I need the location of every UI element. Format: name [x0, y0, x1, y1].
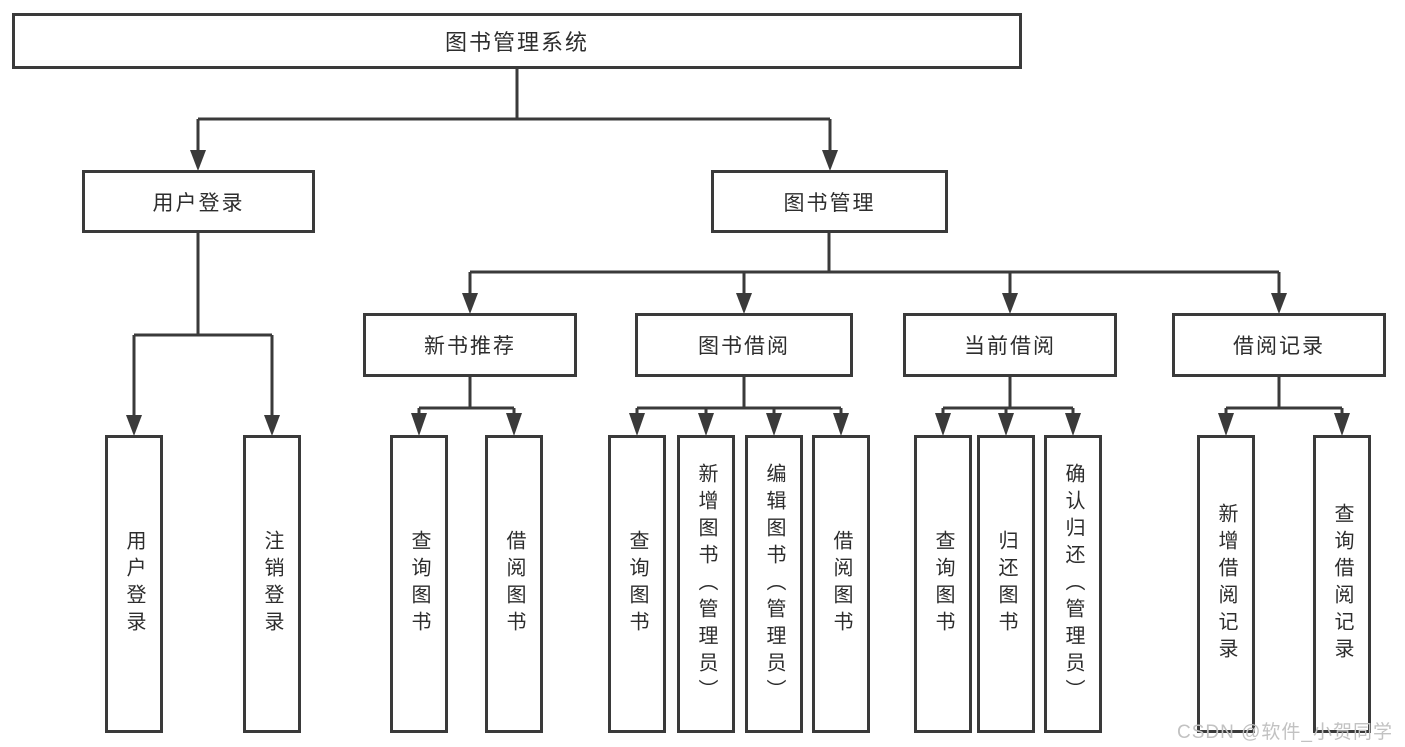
arrowheads: [126, 150, 1350, 436]
node-book-management-branch: 图书管理: [711, 170, 948, 233]
node-label: 图书借阅: [698, 335, 790, 358]
node-label: 用户登录: [123, 530, 145, 638]
leaf-add-borrow-record: 新增借阅记录: [1197, 435, 1255, 733]
leaf-borrow-books-recommend: 借阅图书: [485, 435, 543, 733]
leaf-query-borrow-record: 查询借阅记录: [1313, 435, 1371, 733]
leaf-edit-books-admin: 编辑图书（管理员）: [745, 435, 803, 733]
node-label: 当前借阅: [964, 335, 1056, 358]
node-label: 新书推荐: [424, 335, 516, 358]
node-label: 新增借阅记录: [1215, 503, 1237, 665]
leaf-borrow-books: 借阅图书: [812, 435, 870, 733]
node-root-system: 图书管理系统: [12, 13, 1022, 69]
leaf-query-books-current: 查询图书: [914, 435, 972, 733]
leaf-query-books-recommend: 查询图书: [390, 435, 448, 733]
node-label: 用户登录: [152, 191, 245, 215]
node-label: 借阅图书: [503, 530, 525, 638]
node-label: 借阅图书: [830, 530, 852, 638]
node-book-borrowing: 图书借阅: [635, 313, 853, 377]
node-user-login-branch: 用户登录: [82, 170, 315, 233]
node-label: 确认归还（管理员）: [1062, 462, 1084, 706]
leaf-confirm-return-admin: 确认归还（管理员）: [1044, 435, 1102, 733]
node-label: 注销登录: [261, 530, 283, 638]
node-label: 图书管理系统: [444, 30, 589, 55]
node-label: 归还图书: [995, 530, 1017, 638]
leaf-return-books: 归还图书: [977, 435, 1035, 733]
node-label: 图书管理: [783, 191, 876, 215]
leaf-query-books-borrowing: 查询图书: [608, 435, 666, 733]
node-new-book-recommend: 新书推荐: [363, 313, 577, 377]
node-label: 新增图书（管理员）: [695, 462, 717, 706]
leaf-logout: 注销登录: [243, 435, 301, 733]
node-label: 查询图书: [408, 530, 430, 638]
node-label: 编辑图书（管理员）: [763, 462, 785, 706]
node-label: 查询图书: [626, 530, 648, 638]
node-current-borrowing: 当前借阅: [903, 313, 1117, 377]
node-label: 查询借阅记录: [1331, 503, 1353, 665]
leaf-user-login: 用户登录: [105, 435, 163, 733]
node-label: 查询图书: [932, 530, 954, 638]
node-borrow-records: 借阅记录: [1172, 313, 1386, 377]
leaf-add-books-admin: 新增图书（管理员）: [677, 435, 735, 733]
node-label: 借阅记录: [1233, 335, 1325, 358]
csdn-watermark: CSDN @软件_小贺同学: [1177, 722, 1393, 743]
